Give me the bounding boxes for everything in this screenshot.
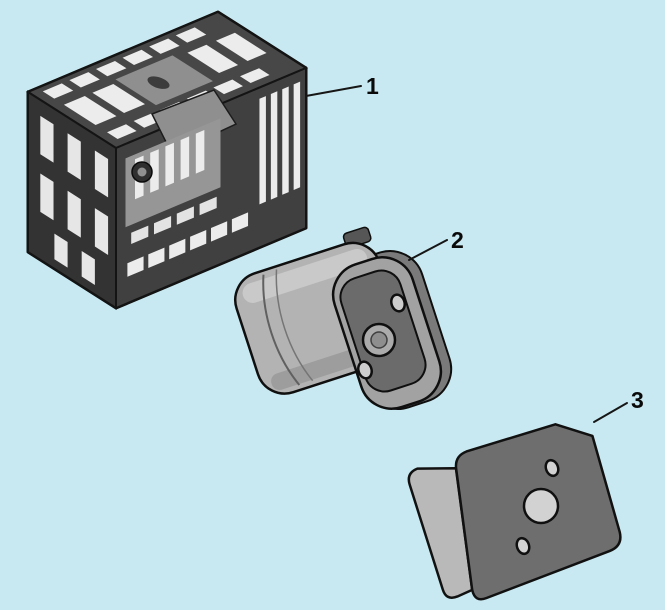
vent-slot	[195, 130, 205, 174]
vent-slot	[165, 142, 174, 187]
vent-slot	[240, 68, 270, 83]
vent-slot	[107, 124, 137, 139]
leader-line-3	[593, 402, 628, 423]
vent-slot	[63, 96, 117, 125]
vent-slot	[270, 91, 278, 200]
interior-hole	[147, 76, 170, 89]
vent-slot	[40, 115, 54, 163]
vent-slot	[231, 212, 249, 233]
vent-slot	[149, 38, 180, 54]
vent-slot	[282, 86, 289, 195]
vent-slot	[215, 32, 267, 61]
muffler-seam-line	[275, 269, 314, 382]
vent-slot	[54, 233, 68, 268]
muffler-seam-line	[262, 274, 301, 386]
vent-slot	[92, 84, 145, 113]
flange-bolt-hole-top	[390, 293, 406, 313]
vent-slot	[40, 173, 54, 221]
vent-slot	[122, 49, 154, 66]
interior-bracket	[150, 89, 238, 155]
callout-label-1: 1	[366, 73, 379, 99]
vent-slot	[154, 215, 172, 235]
vent-slots-side	[40, 115, 109, 285]
vent-slot	[213, 79, 243, 95]
vent-slot	[259, 96, 266, 205]
muffler-guard-part	[25, 10, 309, 310]
vent-slot	[180, 136, 190, 180]
vent-slot	[293, 81, 301, 191]
callout-leader-lines	[305, 85, 628, 423]
vent-slot	[94, 150, 109, 198]
vent-slot	[176, 206, 194, 225]
vent-slot	[67, 133, 81, 180]
plate-bolt-hole-bottom	[515, 536, 531, 556]
callout-label-2: 2	[451, 227, 464, 253]
flange-outlet-hole-inner	[370, 331, 388, 349]
vent-slot	[67, 190, 81, 238]
plate-center-hole	[522, 487, 560, 525]
vent-slot	[42, 83, 74, 99]
vent-slot	[187, 44, 239, 73]
callout-label-3: 3	[631, 387, 644, 413]
vent-slot	[199, 196, 217, 216]
flange-bolt-hole-bottom	[357, 360, 373, 380]
vent-slot	[69, 72, 100, 88]
vent-slot	[81, 250, 95, 285]
vent-slots-front	[125, 81, 301, 277]
mounting-boss-hole	[137, 167, 147, 177]
vent-slot	[190, 230, 207, 251]
plate-folded-tab	[407, 467, 474, 599]
plate-bolt-hole-top	[544, 458, 560, 478]
vent-slot	[94, 208, 109, 255]
vent-slot	[95, 60, 127, 77]
vent-slot	[211, 221, 228, 242]
vent-slot	[131, 225, 149, 244]
muffler-body-highlight	[242, 248, 368, 303]
leader-line-2	[408, 239, 448, 261]
vent-slot	[175, 27, 207, 43]
leader-line-1	[305, 85, 362, 97]
muffler-part	[234, 226, 453, 410]
vent-slot	[150, 149, 159, 193]
gasket-plate-part	[407, 423, 622, 601]
